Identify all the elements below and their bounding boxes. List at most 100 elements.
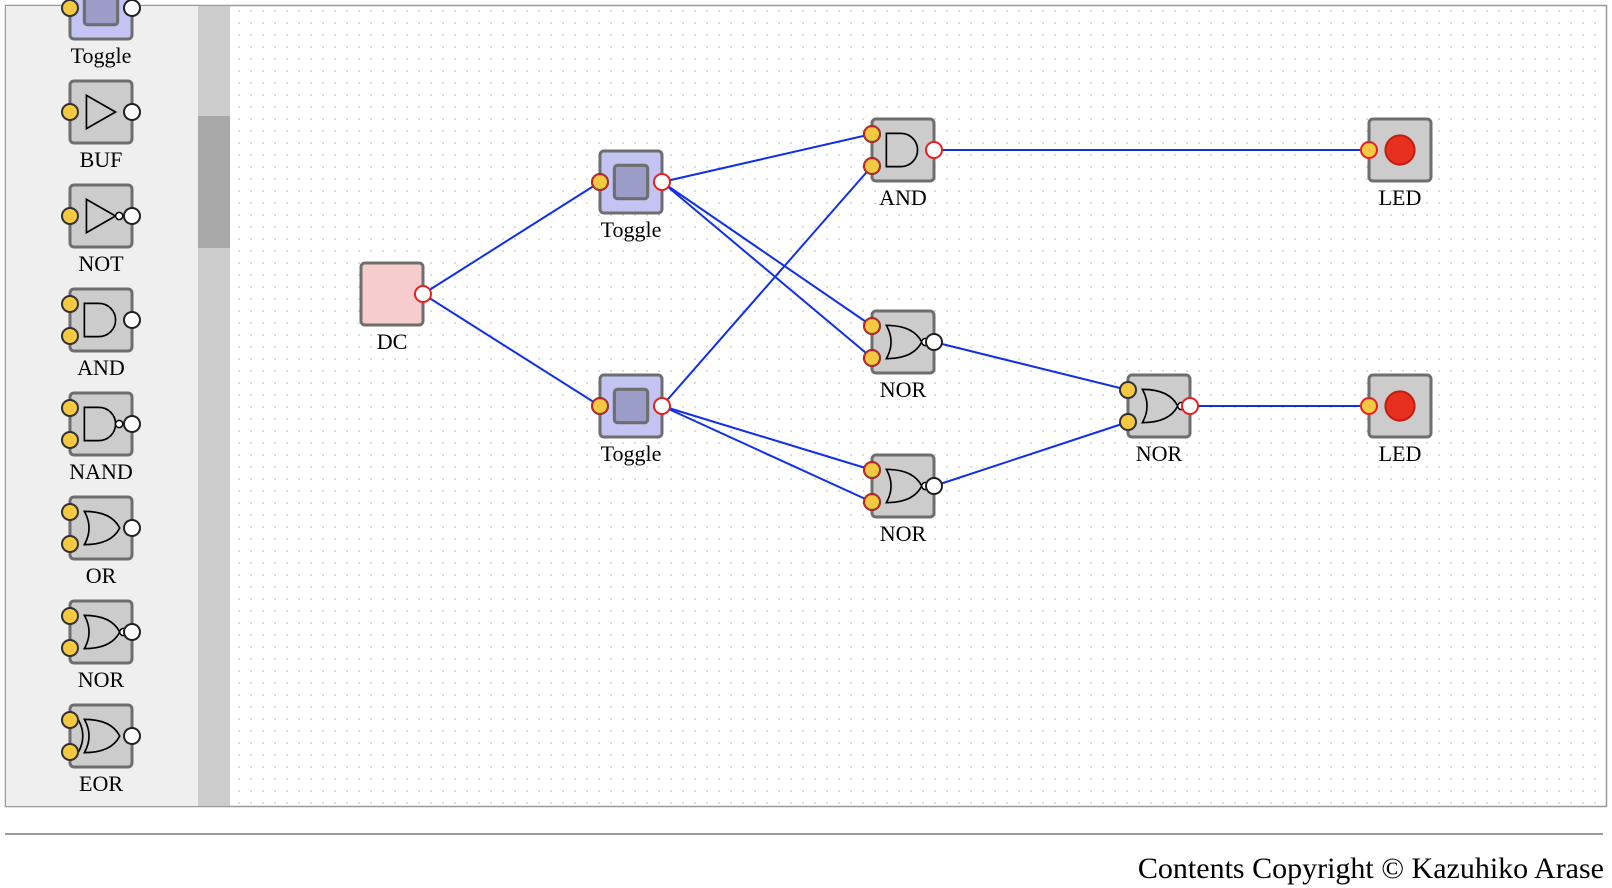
dc-output-pin[interactable] [414, 285, 432, 303]
not-input-pin-0[interactable] [61, 207, 79, 225]
eor-input-pin-0[interactable] [61, 711, 79, 729]
dc-label: DC [377, 329, 408, 354]
and-label: AND [879, 185, 927, 210]
wires [422, 133, 1369, 503]
device-and-3[interactable]: AND [863, 117, 943, 210]
and-body [68, 287, 134, 353]
nor-label: NOR [78, 667, 125, 692]
palette-nand-4[interactable]: NAND [61, 391, 141, 484]
nor-input-pin-0[interactable] [1119, 381, 1137, 399]
nor-label: NOR [880, 377, 927, 402]
eor-label: EOR [79, 771, 123, 796]
wire-2[interactable] [661, 133, 873, 183]
and-label: AND [77, 355, 125, 380]
nor-label: NOR [880, 521, 927, 546]
device-nor-4[interactable]: NOR [863, 309, 943, 402]
eor-input-pin-1[interactable] [61, 743, 79, 761]
wire-4[interactable] [661, 181, 873, 359]
device-led-7[interactable]: LED [1360, 117, 1433, 210]
nor-input-pin-0[interactable] [61, 607, 79, 625]
and-input-pin-0[interactable] [61, 295, 79, 313]
nand-symbol-icon [83, 406, 124, 442]
nand-input-pin-1[interactable] [61, 431, 79, 449]
nand-output-pin[interactable] [123, 415, 141, 433]
palette-scrollbar-thumb[interactable] [198, 116, 230, 248]
palette-and-3[interactable]: AND [61, 287, 141, 380]
wire-5[interactable] [661, 165, 873, 407]
dc-body [359, 261, 425, 327]
or-output-pin[interactable] [123, 519, 141, 537]
and-output-pin[interactable] [123, 311, 141, 329]
palette-eor-7[interactable]: EOR [61, 703, 141, 796]
toggle-input-pin-0[interactable] [61, 0, 79, 17]
nor-input-pin-1[interactable] [1119, 413, 1137, 431]
device-led-8[interactable]: LED [1360, 373, 1433, 466]
nand-input-pin-0[interactable] [61, 399, 79, 417]
or-symbol-icon [82, 510, 121, 546]
toggle-symbol-icon [82, 0, 120, 27]
wire-3[interactable] [661, 181, 873, 327]
toggle-output-pin[interactable] [653, 397, 671, 415]
device-nor-5[interactable]: NOR [863, 453, 943, 546]
led-label: LED [1379, 441, 1422, 466]
nor-label: NOR [1136, 441, 1183, 466]
and-body [870, 117, 936, 183]
buf-label: BUF [80, 147, 123, 172]
or-input-pin-0[interactable] [61, 503, 79, 521]
buf-output-pin[interactable] [123, 103, 141, 121]
footer-divider [5, 833, 1603, 835]
wire-7[interactable] [661, 405, 873, 503]
wire-10[interactable] [933, 421, 1129, 487]
palette-nor-6[interactable]: NOR [61, 599, 141, 692]
nor-input-pin-1[interactable] [61, 639, 79, 657]
copyright-notice: Contents Copyright © Kazuhiko Arase [1137, 852, 1604, 885]
buf-body [68, 79, 134, 145]
toggle-label: Toggle [601, 441, 662, 466]
buf-symbol-icon [85, 93, 118, 131]
palette-or-5[interactable]: OR [61, 495, 141, 588]
palette-buf-1[interactable]: BUF [61, 79, 141, 172]
toggle-label: Toggle [71, 43, 132, 68]
not-label: NOT [78, 251, 124, 276]
led-label: LED [1379, 185, 1422, 210]
wire-9[interactable] [933, 341, 1129, 391]
nand-label: NAND [69, 459, 133, 484]
device-toggle-1[interactable]: Toggle [591, 149, 671, 242]
and-output-pin[interactable] [925, 141, 943, 159]
led-symbol-icon [1384, 390, 1416, 422]
palette-not-2[interactable]: NOT [61, 183, 141, 276]
device-toggle-2[interactable]: Toggle [591, 373, 671, 466]
and-symbol-icon [885, 132, 919, 168]
not-symbol-icon [85, 197, 124, 235]
or-label: OR [86, 563, 117, 588]
toggle-label: Toggle [601, 217, 662, 242]
device-nor-6[interactable]: NOR [1119, 373, 1199, 466]
buf-input-pin-0[interactable] [61, 103, 79, 121]
toggle-output-pin[interactable] [653, 173, 671, 191]
led-symbol-icon [1384, 134, 1416, 166]
wire-1[interactable] [422, 293, 601, 407]
or-body [68, 495, 134, 561]
and-symbol-icon [83, 302, 117, 338]
nor-output-pin[interactable] [123, 623, 141, 641]
nor-output-pin[interactable] [1181, 397, 1199, 415]
toggle-symbol-icon [612, 387, 650, 425]
wire-6[interactable] [661, 405, 873, 471]
or-input-pin-1[interactable] [61, 535, 79, 553]
eor-output-pin[interactable] [123, 727, 141, 745]
eor-body [68, 703, 134, 769]
toggle-output-pin[interactable] [123, 0, 141, 17]
toggle-symbol-icon [612, 163, 650, 201]
device-dc-0[interactable]: DC [359, 261, 432, 354]
nor-output-pin[interactable] [925, 333, 943, 351]
and-input-pin-1[interactable] [61, 327, 79, 345]
nor-output-pin[interactable] [925, 477, 943, 495]
eor-symbol-icon [77, 718, 121, 754]
not-output-pin[interactable] [123, 207, 141, 225]
wire-0[interactable] [422, 181, 601, 295]
palette-toggle-0[interactable]: Toggle [61, 0, 141, 68]
